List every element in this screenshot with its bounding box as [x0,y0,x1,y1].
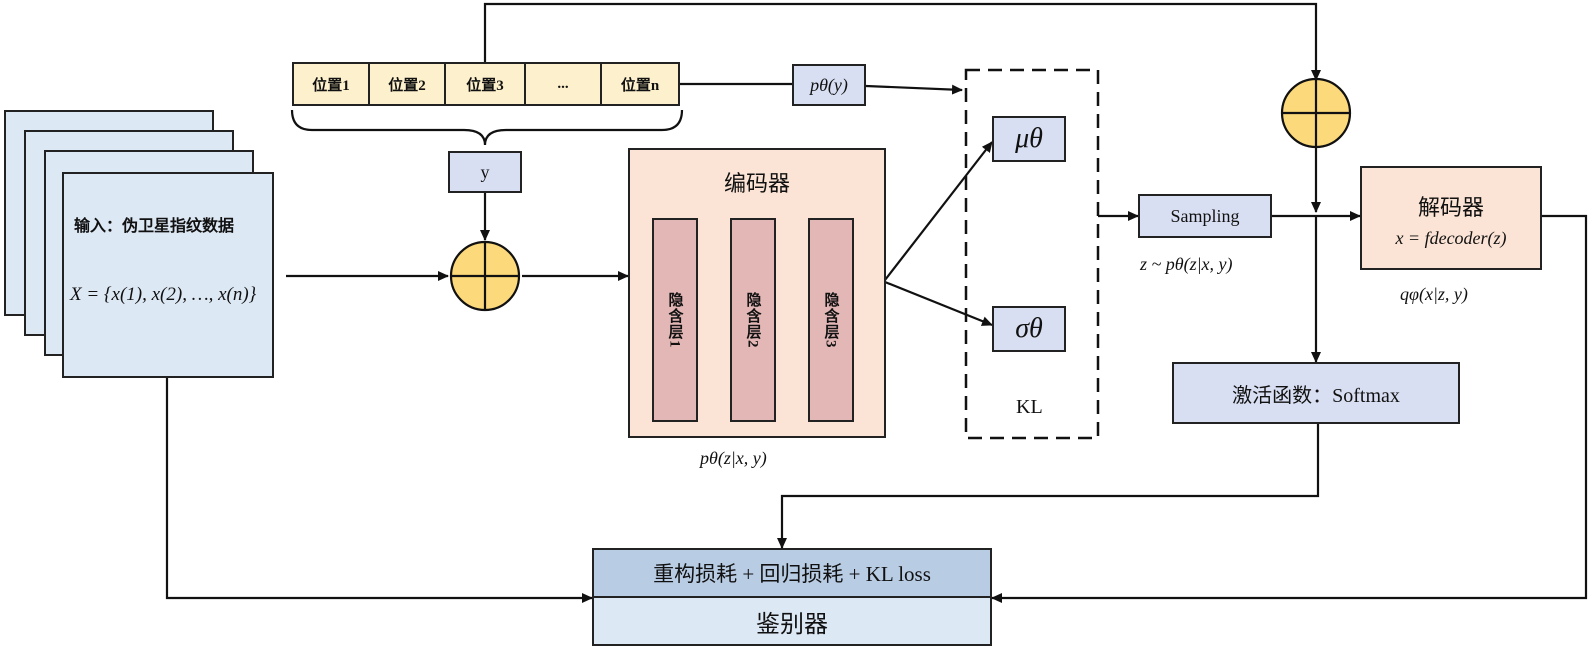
kl-label: KL [1016,396,1043,418]
decoder-formula: x = fdecoder(z) [1395,228,1507,248]
position-2: 位置2 [368,62,446,106]
loss-box: 重构损耗 + 回归损耗 + KL loss [592,548,992,598]
hidden-layer-1: 隐含层1 [652,218,698,422]
position-3: 位置3 [444,62,526,106]
hidden-layer-2-label: 隐含层2 [744,291,761,349]
position-n: 位置n [600,62,680,106]
encoder-caption: pθ(z|x, y) [700,448,767,468]
encoder-title: 编码器 [723,171,790,196]
position-1: 位置1 [292,62,370,106]
hidden-layer-3: 隐含层3 [808,218,854,422]
position-ellipsis: ... [524,62,602,106]
sampling-caption: z ~ pθ(z|x, y) [1140,254,1233,274]
decoder-caption: qφ(x|z, y) [1400,284,1468,304]
hidden-layer-3-label: 隐含层3 [822,291,839,349]
y-box: y [448,151,522,193]
discriminator-box: 鉴别器 [592,596,992,646]
adder-right-icon [1280,77,1352,149]
mu-box: μθ [992,116,1066,162]
hidden-layer-1-label: 隐含层1 [666,291,683,349]
activation-box: 激活函数：Softmax [1172,362,1460,424]
input-card: 输入：伪卫星指纹数据 X = {x(1), x(2), …, x(n)} [62,172,274,378]
adder-left-icon [449,240,521,312]
input-formula: X = {x(1), x(2), …, x(n)} [70,284,257,305]
sampling-box: Sampling [1138,194,1272,238]
kl-dashed-box [964,68,1100,440]
p-y-box: pθ(y) [792,64,866,106]
decoder-box: 解码器 x = fdecoder(z) [1360,166,1542,270]
sigma-box: σθ [992,306,1066,352]
input-title: 输入：伪卫星指纹数据 [74,218,235,235]
decoder-title: 解码器 [1417,195,1484,220]
hidden-layer-2: 隐含层2 [730,218,776,422]
